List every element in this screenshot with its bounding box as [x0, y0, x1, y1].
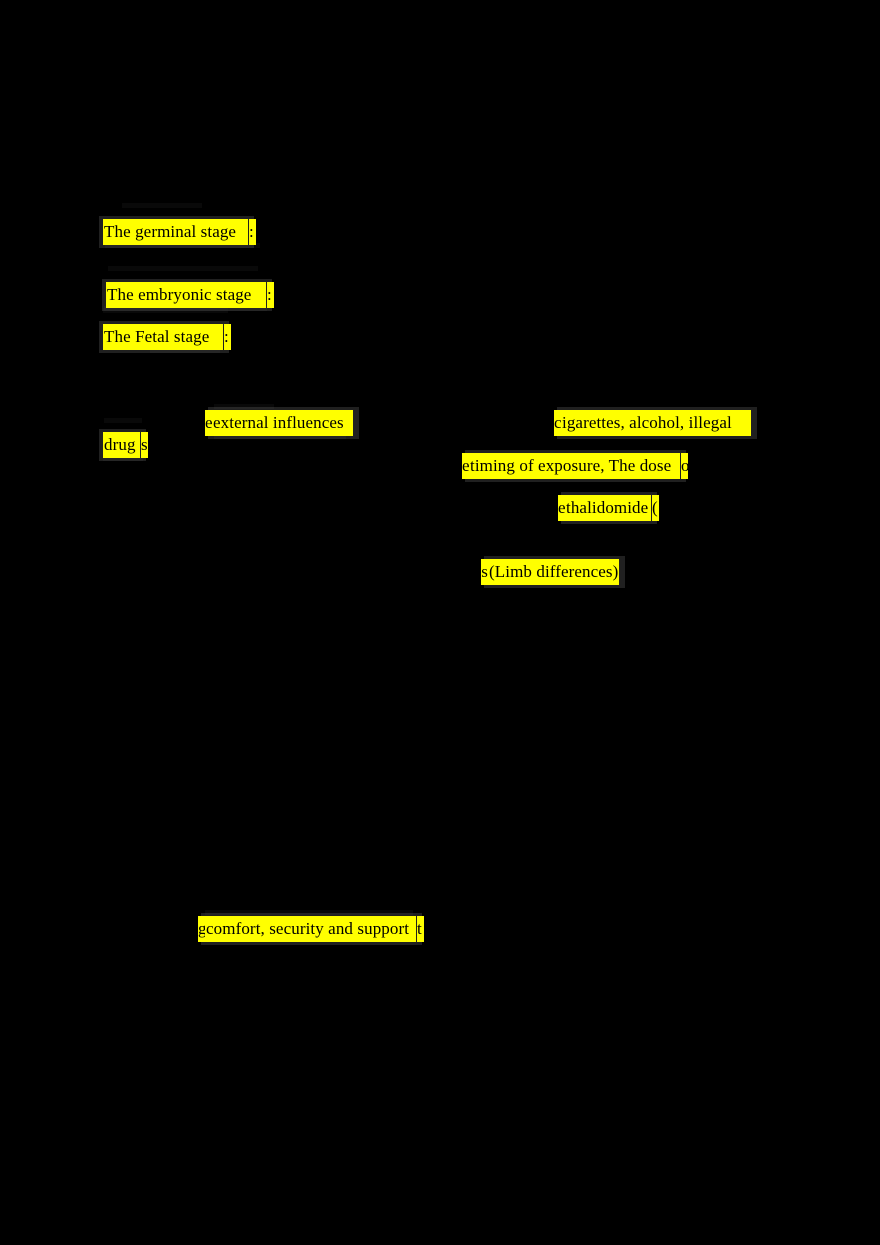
highlight-label: The embryonic stage: [107, 285, 252, 304]
partial-glyph-leading: c: [554, 410, 561, 436]
highlight-label: comfort, security and support: [206, 919, 410, 938]
partial-glyph-trailing: s: [141, 432, 148, 458]
highlight-label: (Limb differences): [489, 562, 619, 581]
partial-glyph-leading: e: [558, 495, 565, 521]
highlighted-text-germinal-stage: The germinal stage:: [103, 219, 256, 245]
highlight-label: thalidomide: [566, 498, 649, 517]
highlighted-text-limb-differences: s(Limb differences): [481, 559, 619, 585]
ghost-text-line: [205, 910, 413, 915]
partial-glyph-leading: e: [205, 410, 212, 436]
highlight-label: igarettes, alcohol, illegal: [562, 413, 732, 432]
partial-glyph-trailing: t: [417, 916, 424, 942]
ghost-text-line: [103, 308, 228, 313]
ghost-text-line: [108, 266, 258, 271]
partial-glyph-trailing: :: [267, 282, 274, 308]
ghost-text-line: [104, 418, 142, 423]
highlighted-text-fetal-stage: The Fetal stage:: [103, 324, 231, 350]
partial-glyph-trailing: :: [249, 219, 256, 245]
partial-glyph-trailing: (: [652, 495, 659, 521]
highlight-label: The germinal stage: [104, 222, 237, 241]
partial-glyph-trailing: o: [681, 453, 688, 479]
partial-glyph-leading: s: [481, 559, 488, 585]
partial-glyph-leading: e: [462, 453, 469, 479]
highlight-label: drug: [104, 435, 136, 454]
partial-glyph-trailing: :: [224, 324, 231, 350]
highlight-label: timing of exposure, The dose: [470, 456, 672, 475]
highlighted-text-embryonic-stage: The embryonic stage:: [106, 282, 274, 308]
highlight-label: external influences: [213, 413, 344, 432]
partial-glyph-leading: g: [198, 916, 205, 942]
ghost-text-line: [122, 203, 202, 208]
ghost-text-line: [214, 404, 274, 409]
highlight-label: The Fetal stage: [104, 327, 210, 346]
